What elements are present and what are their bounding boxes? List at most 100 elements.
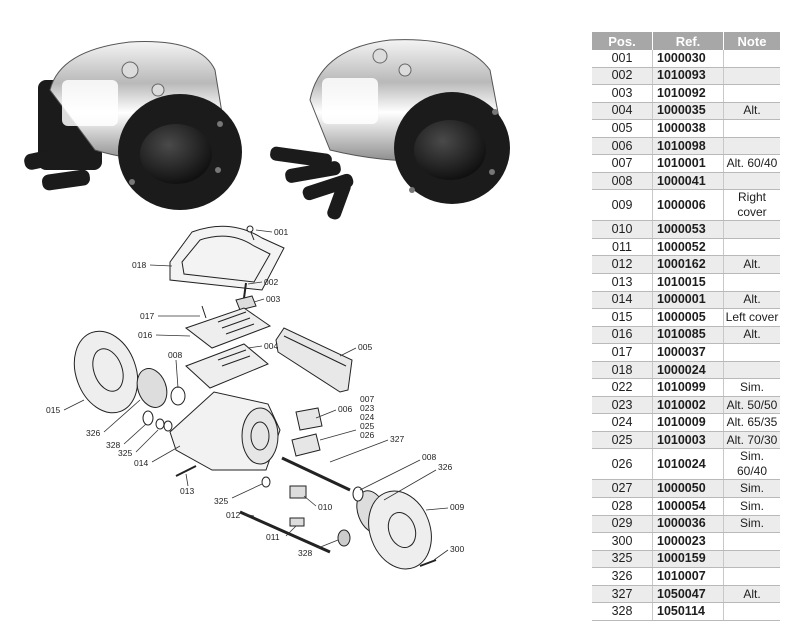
cell-note bbox=[723, 238, 780, 257]
cell-note: Alt. 65/35 bbox=[723, 413, 780, 432]
cell-pos: 004 bbox=[592, 102, 653, 121]
cell-pos: 002 bbox=[592, 67, 653, 86]
callout-002: 002 bbox=[264, 277, 278, 287]
cell-ref: 1010001 bbox=[652, 154, 724, 173]
cell-note: Sim. 60/40 bbox=[723, 448, 780, 481]
cell-ref: 1000050 bbox=[652, 479, 724, 499]
cell-pos: 003 bbox=[592, 84, 653, 103]
cell-note: Left cover bbox=[723, 308, 780, 327]
cell-note bbox=[723, 67, 780, 86]
cell-pos: 300 bbox=[592, 532, 653, 551]
cell-ref: 1010003 bbox=[652, 431, 724, 450]
callout-016: 016 bbox=[138, 330, 152, 340]
callout-labels: 001 018 002 003 017 016 004 005 008 015 … bbox=[46, 227, 464, 558]
pulsator-photo-left bbox=[24, 41, 242, 210]
callout-004: 004 bbox=[264, 341, 278, 351]
cell-note: Sim. bbox=[723, 479, 780, 499]
cell-ref: 1010099 bbox=[652, 378, 724, 397]
callout-012: 012 bbox=[226, 510, 240, 520]
callout-024: 024 bbox=[360, 412, 374, 422]
cell-ref: 1000001 bbox=[652, 291, 724, 310]
cell-pos: 018 bbox=[592, 361, 653, 380]
exploded-parts-figure: 001 018 002 003 017 016 004 005 008 015 … bbox=[24, 39, 510, 570]
cell-note bbox=[723, 273, 780, 292]
cell-ref: 1000159 bbox=[652, 550, 724, 569]
cell-pos: 029 bbox=[592, 515, 653, 534]
cell-note bbox=[723, 50, 780, 68]
cell-note: Alt. bbox=[723, 102, 780, 121]
cell-ref: 1010002 bbox=[652, 396, 724, 415]
cell-note bbox=[723, 137, 780, 156]
cell-ref: 1010092 bbox=[652, 84, 724, 103]
cell-pos: 007 bbox=[592, 154, 653, 173]
cell-note: Alt. bbox=[723, 326, 780, 345]
cell-pos: 013 bbox=[592, 273, 653, 292]
cell-note bbox=[723, 550, 780, 569]
cell-ref: 1010098 bbox=[652, 137, 724, 156]
cell-ref: 1000036 bbox=[652, 515, 724, 534]
cell-note: Alt. bbox=[723, 291, 780, 310]
cell-ref: 1000053 bbox=[652, 220, 724, 239]
callout-018: 018 bbox=[132, 260, 146, 270]
callout-005: 005 bbox=[358, 342, 372, 352]
cell-ref: 1050114 bbox=[652, 602, 724, 621]
cell-note bbox=[723, 361, 780, 380]
cell-ref: 1010009 bbox=[652, 413, 724, 432]
cell-note bbox=[723, 532, 780, 551]
exploded-diagram bbox=[73, 225, 437, 570]
cell-pos: 022 bbox=[592, 378, 653, 397]
cell-ref: 1010007 bbox=[652, 567, 724, 586]
callout-015: 015 bbox=[46, 405, 60, 415]
callout-026: 026 bbox=[360, 430, 374, 440]
cell-pos: 024 bbox=[592, 413, 653, 432]
cell-note bbox=[723, 172, 780, 191]
cell-note: Alt. 60/40 bbox=[723, 154, 780, 173]
cell-ref: 1000041 bbox=[652, 172, 724, 191]
cell-pos: 001 bbox=[592, 50, 653, 68]
callout-008: 008 bbox=[168, 350, 182, 360]
cell-note: Sim. bbox=[723, 378, 780, 397]
callout-011: 011 bbox=[266, 532, 280, 542]
cell-note bbox=[723, 602, 780, 621]
cell-note: Alt. bbox=[723, 585, 780, 604]
cell-ref: 1000030 bbox=[652, 50, 724, 68]
callout-013: 013 bbox=[180, 486, 194, 496]
callout-017: 017 bbox=[140, 311, 154, 321]
callout-014: 014 bbox=[134, 458, 148, 468]
cell-note: Alt. 50/50 bbox=[723, 396, 780, 415]
cell-ref: 1000038 bbox=[652, 119, 724, 138]
cell-pos: 016 bbox=[592, 326, 653, 345]
callout-325b: 325 bbox=[214, 496, 228, 506]
leader-lines bbox=[63, 229, 449, 561]
cell-pos: 008 bbox=[592, 172, 653, 191]
callout-003: 003 bbox=[266, 294, 280, 304]
cell-pos: 010 bbox=[592, 220, 653, 239]
callout-008b: 008 bbox=[422, 452, 436, 462]
cell-ref: 1000006 bbox=[652, 189, 724, 222]
callout-328b: 328 bbox=[298, 548, 312, 558]
cell-ref: 1000037 bbox=[652, 343, 724, 362]
cell-pos: 326 bbox=[592, 567, 653, 586]
cell-note bbox=[723, 567, 780, 586]
cell-pos: 325 bbox=[592, 550, 653, 569]
cell-note: Alt. bbox=[723, 255, 780, 275]
